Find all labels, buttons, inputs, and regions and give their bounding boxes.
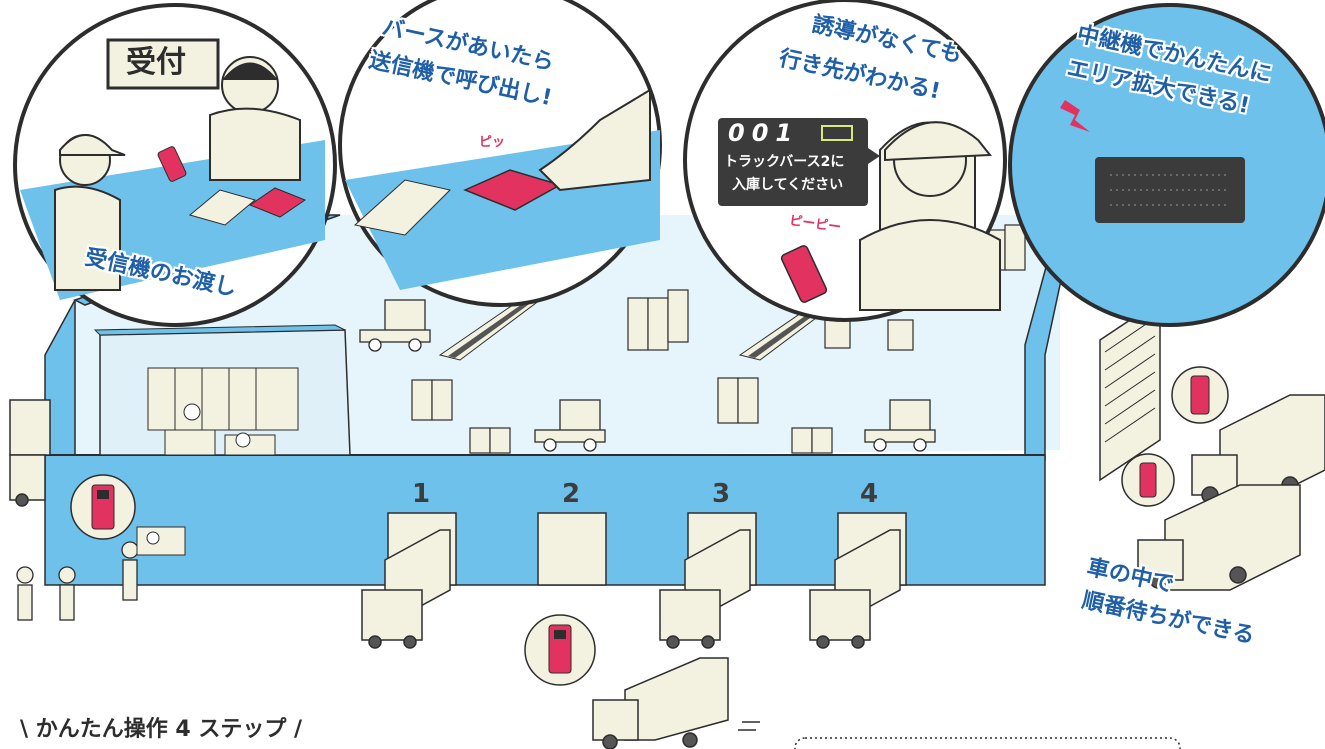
truck-left-edge xyxy=(9,399,51,507)
beep-label: ピッ xyxy=(479,135,506,150)
office-room xyxy=(93,324,351,456)
dotted-frame xyxy=(794,737,1181,749)
forklift-1 xyxy=(359,299,431,352)
truck-dock-3 xyxy=(659,529,751,649)
pager-bubble-right-1 xyxy=(1171,366,1229,424)
pager-display-number: 001 xyxy=(728,119,800,147)
reception-sign-text: 受付 xyxy=(126,45,186,80)
reception-window xyxy=(136,526,186,556)
pager-display-vignette xyxy=(683,0,1007,322)
steps-heading: \ かんたん操作 4 ステップ / xyxy=(20,717,303,742)
forklift-2 xyxy=(534,399,606,452)
pager-bubble-left xyxy=(70,474,136,540)
dock-number-3: 3 xyxy=(712,479,731,509)
reception-vignette xyxy=(13,3,337,327)
transmitter-vignette xyxy=(338,0,662,307)
dock-number-4: 4 xyxy=(860,479,879,509)
waiting-people xyxy=(16,541,139,621)
pager-display-line2: 入庫してください xyxy=(732,177,844,193)
cargo-boxes xyxy=(411,224,1026,454)
forklift-3 xyxy=(864,399,936,452)
truck-dock-1 xyxy=(361,529,451,649)
side-shutter-door xyxy=(1099,298,1161,482)
waiting-truck-bottom xyxy=(1137,484,1301,591)
repeater-vignette xyxy=(1008,3,1325,327)
truck-dock-4 xyxy=(809,529,901,649)
pager-display-line1: トラックバース2に xyxy=(724,154,845,170)
arriving-truck xyxy=(592,657,760,749)
waiting-truck-top xyxy=(1191,394,1325,506)
dock-number-1: 1 xyxy=(412,479,431,509)
pager-bubble-right-2 xyxy=(1121,453,1175,507)
dock-number-2: 2 xyxy=(562,479,581,509)
dock-door-2 xyxy=(537,512,607,586)
pager-bubble-bottom xyxy=(524,614,596,686)
